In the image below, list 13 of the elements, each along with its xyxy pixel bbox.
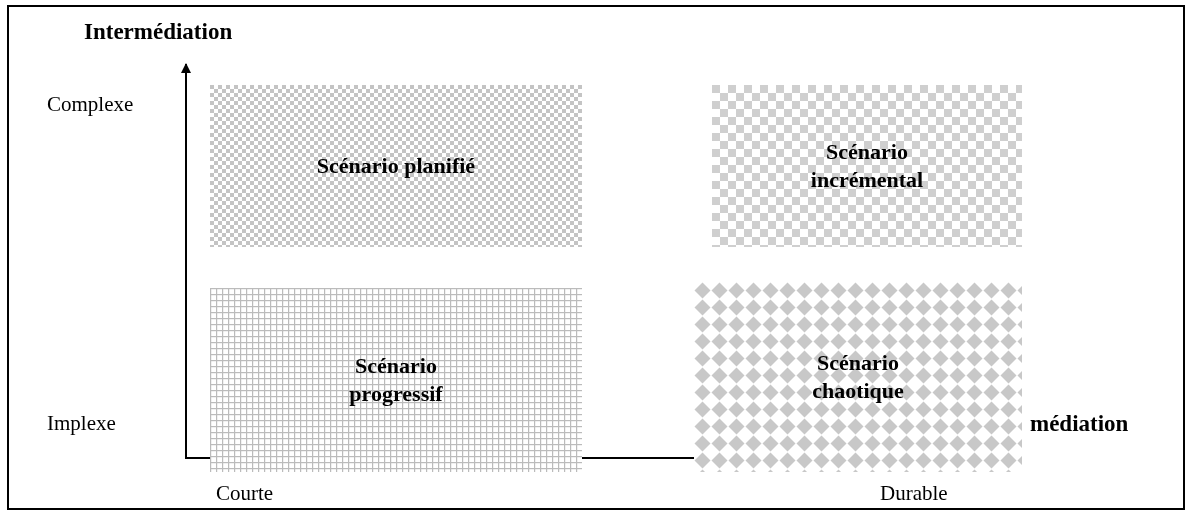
axis-level-label: Courte bbox=[216, 481, 274, 505]
scenario-quadrant bbox=[210, 85, 582, 247]
scenario-title: Scénario planifié bbox=[316, 152, 476, 180]
scenario-quadrant bbox=[712, 85, 1022, 247]
axis-title: médiation bbox=[1030, 412, 1129, 436]
axis-level-label: Implexe bbox=[47, 411, 116, 435]
axis-level-label: Complexe bbox=[47, 92, 134, 116]
scenario-title: Scénario chaotique bbox=[811, 349, 905, 405]
axis-title: Intermédiation bbox=[84, 20, 233, 44]
axis-level-label: Durable bbox=[880, 481, 948, 505]
scenario-title: Scénario progressif bbox=[348, 352, 444, 408]
scenario-title: Scénario incrémental bbox=[809, 138, 925, 194]
scenario-quadrant bbox=[210, 288, 582, 472]
